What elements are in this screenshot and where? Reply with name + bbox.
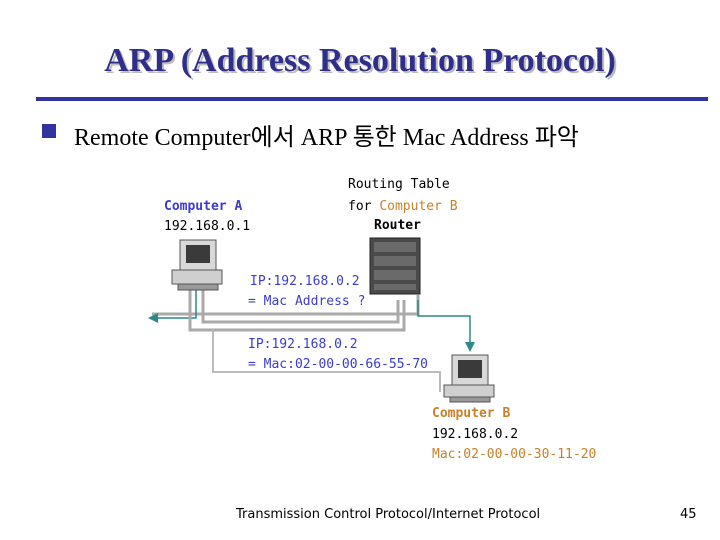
link-reply <box>188 290 406 332</box>
bullet-square-icon <box>42 124 56 138</box>
slide-title: ARP (Address Resolution Protocol) <box>104 42 616 79</box>
arrow-down-head <box>465 342 475 352</box>
network-links <box>148 290 475 392</box>
request-ip: IP:192.168.0.2 <box>250 274 360 289</box>
computer-a-icon <box>171 239 223 291</box>
router-label: Router <box>374 218 421 233</box>
link-request <box>201 290 400 324</box>
bullet-text: Remote Computer에서 ARP 통한 Mac Address 파악 <box>74 125 579 151</box>
routing-table-for: for Computer B <box>348 199 458 214</box>
link-teal-outer <box>155 290 197 319</box>
computer-b-name: Computer B <box>432 406 511 421</box>
routing-table-label: Routing Table <box>348 177 450 192</box>
computer-a-ip: 192.168.0.1 <box>164 219 251 234</box>
arrow-left-head <box>148 313 158 323</box>
footer-text: Transmission Control Protocol/Internet P… <box>236 507 541 522</box>
reply-ip: IP:192.168.0.2 <box>248 337 358 352</box>
link-to-b <box>417 300 471 345</box>
request-mac-query: = Mac Address ? <box>248 294 366 309</box>
computer-b-icon <box>443 354 495 403</box>
computer-b-ip: 192.168.0.2 <box>432 427 519 442</box>
routing-table-target: Computer B <box>379 199 458 214</box>
computer-a-name: Computer A <box>164 199 243 214</box>
link-reply-inner <box>212 330 441 392</box>
reply-mac: = Mac:02-00-00-66-55-70 <box>248 357 429 372</box>
computer-b-mac: Mac:02-00-00-30-11-20 <box>432 447 597 462</box>
router-icon <box>369 237 421 295</box>
title-divider <box>36 97 708 101</box>
page-number: 45 <box>680 507 697 522</box>
routing-table-for-prefix: for <box>348 199 380 214</box>
